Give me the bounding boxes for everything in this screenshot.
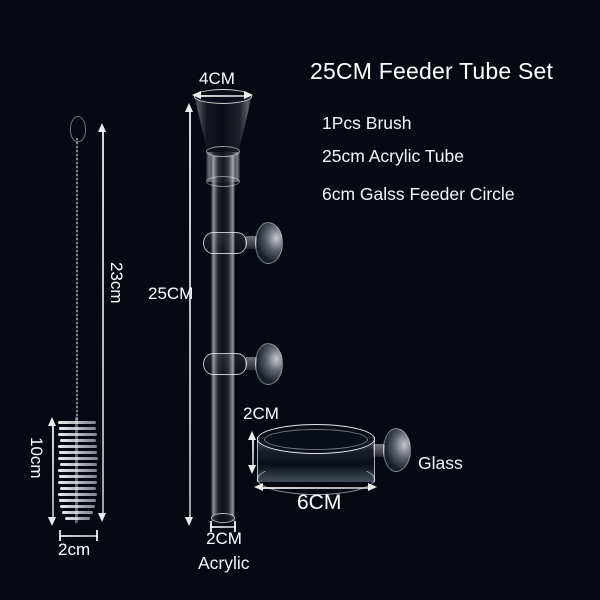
suction-cup-stem [245,236,257,249]
brush-width-cap-right [96,530,98,541]
brush-length-arrow-top [98,123,106,132]
dish-diameter-arrow-right [368,483,377,491]
feeder-dish-inner-rim [264,429,368,450]
tube-diameter-label: 2CM [206,529,242,548]
contents-item-brush: 1Pcs Brush [322,113,412,133]
brush-width-line [59,535,98,537]
brush-head-length-label: 10cm [27,437,46,479]
contents-item-tube: 25cm Acrylic Tube [322,146,464,166]
contents-item-circle: 6cm Galss Feeder Circle [322,184,515,204]
feeder-dish-bottom-edge [257,463,375,495]
brush-head-arrow-bottom [48,517,56,526]
suction-cup-ring [203,232,247,254]
brush-head-arrow-top [48,417,56,426]
dish-suction-cup-stem [373,444,385,457]
dish-diameter-arrow-left [254,483,263,491]
dish-height-arrow-top [248,431,256,440]
dish-height-arrow-bottom [248,465,256,474]
funnel-width-line [200,95,246,97]
brush-length-arrow-bottom [98,513,106,522]
tube-length-line [189,111,191,517]
tube-length-arrow-top [185,103,193,112]
suction-cup-ring [203,353,247,375]
suction-cup-disc [255,343,283,385]
dish-diameter-label: 6CM [297,491,342,514]
suction-cup-stem [245,357,257,370]
brush-length-label: 23cm [107,262,126,304]
brush-head-line [52,425,54,517]
funnel-width-arrow-right [244,91,253,99]
tube-length-label: 25CM [148,284,194,303]
tube-length-arrow-bottom [185,517,193,526]
acrylic-tube-bottom-edge [211,513,235,523]
funnel-width-arrow-left [192,91,201,99]
dish-height-label: 2CM [243,404,279,423]
dish-height-line [252,439,254,465]
tube-diameter-line [210,526,236,528]
brush-head-width-label: 2cm [58,540,91,559]
dish-suction-cup-disc [383,428,411,472]
dish-diameter-line [262,487,370,489]
brush-wire-shaft [76,138,78,420]
tube-diameter-cap-right [234,521,236,532]
dish-material-label: Glass [418,453,463,473]
page-title: 25CM Feeder Tube Set [310,58,554,84]
brush-length-line [102,131,104,513]
acrylic-tube-body [211,156,235,521]
brush-bristle-head [58,417,98,523]
suction-cup-disc [255,222,283,264]
funnel-width-label: 4CM [199,69,235,88]
brush-handle-loop [70,116,86,142]
tube-material-label: Acrylic [198,553,250,573]
